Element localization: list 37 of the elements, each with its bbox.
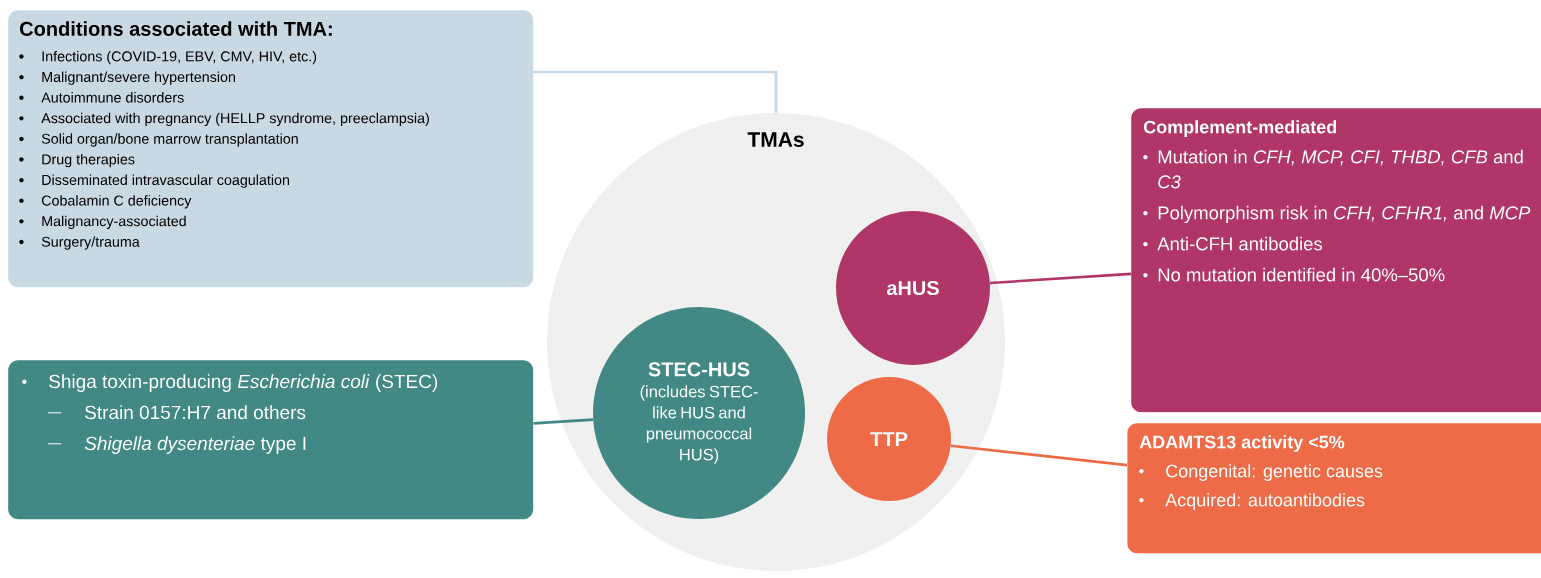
list-item: Shigella dysenteriae type I xyxy=(47,436,306,454)
circle-note: (includes STEC-like HUS and pneumococcal HUS) xyxy=(640,385,758,464)
info-box xyxy=(1127,423,1541,554)
list-item: Solid organ/bone marrow transplantation xyxy=(19,133,298,147)
list-item: Anti-CFH antibodies xyxy=(1143,236,1323,251)
list-item: Strain 0157:H7 and others xyxy=(47,405,306,420)
info-box xyxy=(8,10,534,288)
connector-line xyxy=(533,70,778,113)
list-item: Cobalamin C deficiency xyxy=(19,195,192,209)
box-heading: ADAMTS13 activity <5% xyxy=(1139,435,1345,452)
list-item: Malignancy-associated xyxy=(19,215,186,230)
list-item: Surgery/trauma xyxy=(19,236,140,250)
list-item: Associated with pregnancy (HELLP syndrome, preeclampsia) xyxy=(19,112,429,127)
connector-line xyxy=(950,444,1128,467)
category-circle xyxy=(593,307,805,519)
list-item: Infections (COVID-19, EBV, CMV, HIV, etc.) xyxy=(19,50,317,65)
circle-label: aHUS xyxy=(886,280,939,296)
list-item: Shiga toxin-producing Escherichia coli (STEC) xyxy=(22,374,438,392)
list-item: Acquired: autoantibodies xyxy=(1139,493,1365,510)
category-circle xyxy=(836,211,990,365)
list-item: Drug therapies xyxy=(19,153,135,168)
list-item: Disseminated intravascular coagulation xyxy=(19,174,289,188)
box-heading: Complement-mediated xyxy=(1143,120,1337,137)
list-item: Autoimmune disorders xyxy=(19,92,184,103)
circle-label: TTP xyxy=(870,432,908,446)
box-heading: Conditions associated with TMA: xyxy=(20,21,332,36)
list-item: Congenital: genetic causes xyxy=(1139,464,1383,481)
info-box xyxy=(1131,108,1541,413)
circle-label: STEC-HUS xyxy=(648,362,750,377)
list-item: Malignant/severe hypertension xyxy=(19,71,235,85)
list-item: Polymorphism risk in CFH, CFHR1, and MCP xyxy=(1143,205,1531,224)
category-circle xyxy=(827,377,951,501)
info-box xyxy=(8,360,534,520)
connector-line xyxy=(989,272,1132,285)
list-item: No mutation identified in 40%–50% xyxy=(1143,267,1445,282)
connector-line xyxy=(533,418,594,425)
circle-title: TMAs xyxy=(747,132,804,147)
